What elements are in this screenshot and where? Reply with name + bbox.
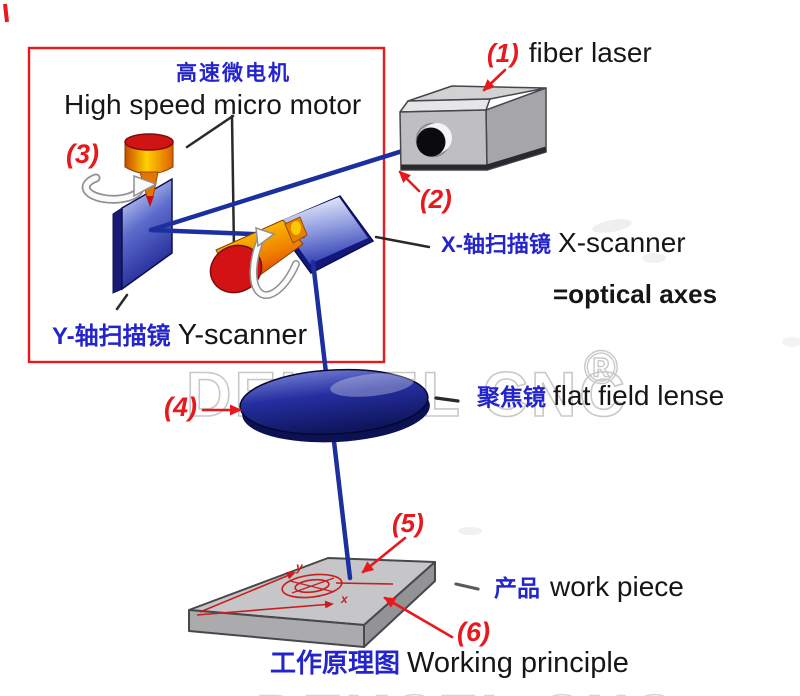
scanner-frame — [3, 3, 386, 364]
caption-label-en: Working principle — [407, 647, 629, 679]
laser-aperture — [415, 122, 452, 158]
focus-lens — [239, 368, 430, 443]
arrow-2 — [398, 170, 421, 193]
y-scanner-label-cn: Y-轴扫描镜 — [52, 323, 171, 350]
caption-label: 工作原理图 Working principle — [270, 647, 629, 679]
marker-2: (2) — [420, 184, 452, 214]
marker-5: (5) — [392, 508, 424, 538]
watermark-registered-icon: ® — [584, 341, 618, 393]
watermark-bottom-text: DEKCEL CNC — [256, 683, 678, 696]
work-piece-label-cn: 产品 — [494, 575, 540, 601]
y-scanner-label: Y-轴扫描镜 Y-scanner — [52, 319, 308, 351]
corner-red-tick — [3, 3, 9, 23]
x-scanner-label: X-轴扫描镜 X-scanner — [441, 227, 686, 258]
axis-y-label: y — [296, 560, 303, 574]
x-scanner-mirror — [273, 195, 375, 274]
lens-label-en: flat field lense — [553, 380, 725, 411]
leader-micromotor-x — [230, 114, 236, 252]
axis-x-label: x — [341, 592, 348, 606]
y-motor — [81, 133, 174, 207]
fiber-laser-box — [399, 85, 547, 171]
marking-pattern — [196, 571, 394, 616]
background-smudges — [458, 219, 800, 535]
micro-motor-label-en: High speed micro motor — [64, 89, 362, 120]
optical-axes-label: =optical axes — [553, 279, 718, 309]
rotation-arrow-icon — [81, 173, 158, 204]
micro-motor-label-cn: 高速微电机 — [176, 62, 291, 85]
lens-label: 聚焦镜 flat field lense — [477, 380, 725, 411]
work-piece — [188, 557, 436, 648]
marker-1: (1) — [487, 38, 519, 68]
y-scanner-mirror — [112, 177, 173, 294]
leader-y-scanner — [115, 293, 129, 311]
marker-3: (3) — [66, 139, 99, 169]
arrow-5 — [361, 536, 407, 574]
caption-label-cn: 工作原理图 — [270, 648, 401, 678]
leader-lens — [434, 396, 460, 403]
marker-4: (4) — [164, 392, 197, 422]
rotation-arrow-icon — [249, 226, 300, 299]
annotation-arrows — [201, 68, 507, 639]
fiber-laser-label: (1) fiber laser — [487, 37, 652, 68]
beam-laser-to-y-mirror — [148, 139, 434, 233]
x-scanner-label-cn: X-轴扫描镜 — [441, 232, 552, 257]
arrow-6 — [383, 596, 454, 639]
work-piece-label: 产品 work piece — [494, 571, 684, 602]
work-piece-label-en: work piece — [550, 571, 684, 602]
fiber-laser-label-en: fiber laser — [528, 37, 652, 68]
leader-lines — [115, 114, 480, 591]
lens-label-cn: 聚焦镜 — [477, 384, 546, 410]
leader-micromotor-y — [185, 114, 235, 149]
leader-work-piece — [454, 582, 480, 591]
y-scanner-label-en: Y-scanner — [177, 319, 308, 351]
marker-6: (6) — [457, 617, 490, 647]
leader-x-scanner — [374, 235, 431, 249]
arrow-1 — [482, 68, 507, 92]
x-motor — [209, 216, 308, 299]
x-scanner-label-en: X-scanner — [558, 227, 686, 258]
